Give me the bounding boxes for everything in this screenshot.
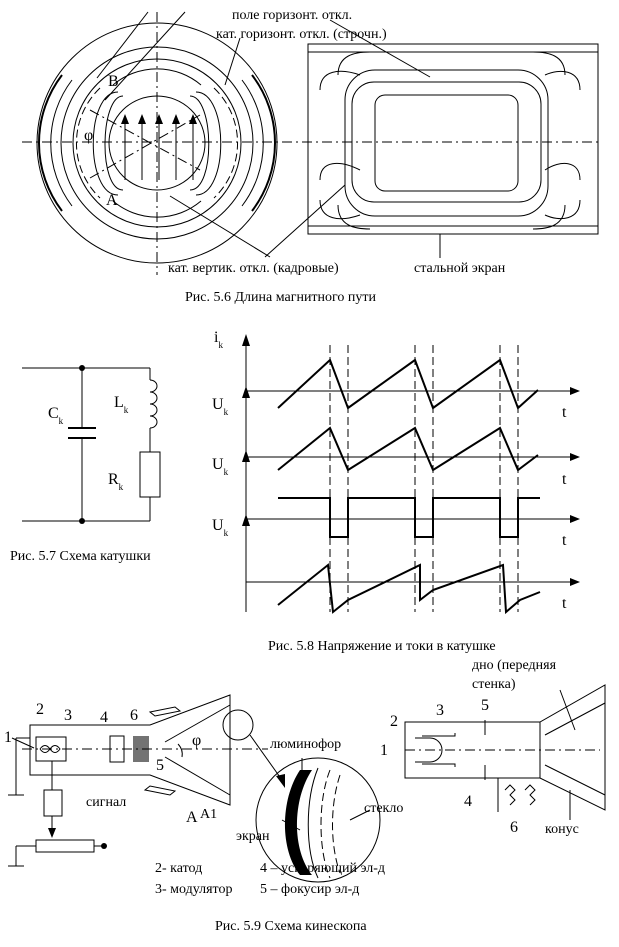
- svg-text:Ck: Ck: [48, 405, 64, 426]
- r-n2: 2: [390, 713, 398, 730]
- n4: 4: [100, 709, 108, 726]
- label-uk-2: U: [212, 456, 224, 473]
- caption-fig-5-8: Рис. 5.8 Напряжение и токи в катушке: [268, 639, 496, 654]
- r-n6: 6: [510, 819, 518, 836]
- label-uk-3-sub: k: [224, 528, 229, 538]
- label-A: A: [186, 809, 198, 826]
- label-R-sub: k: [119, 482, 124, 492]
- svg-text:Rk: Rk: [108, 471, 124, 492]
- label-uk-1: U: [212, 396, 224, 413]
- n3: 3: [64, 707, 72, 724]
- inductor-symbol: [149, 379, 158, 429]
- legend-4: 4 – ускоряющий эл-д: [260, 861, 385, 876]
- wave-voltage-3: [277, 563, 541, 615]
- caption-fig-5-6: Рис. 5.6 Длина магнитного пути: [185, 290, 377, 305]
- fig-5-6-deflection-system: поле горизонт. откл. кат. горизонт. откл…: [22, 8, 600, 305]
- svg-text:A: A: [186, 809, 198, 826]
- label-vcoil: кат. вертик. откл. (кадровые): [168, 261, 339, 276]
- label-hcoil: кат. горизонт. откл. (строчн.): [216, 27, 387, 42]
- legend-2: 2- катод: [155, 861, 202, 876]
- r-n5: 5: [481, 697, 489, 714]
- cone-label: конус: [545, 822, 579, 837]
- label-L-sub: k: [124, 405, 129, 415]
- signal: сигнал: [86, 795, 126, 810]
- t-label-3: t: [562, 532, 567, 549]
- label-ik-sub: k: [218, 340, 223, 350]
- svg-text:Uk: Uk: [212, 396, 229, 417]
- phi: φ: [192, 732, 201, 749]
- label-L: L: [114, 394, 124, 411]
- label-A: A: [106, 192, 118, 209]
- label-ik: i: [214, 329, 219, 346]
- glass: стекло: [364, 801, 403, 816]
- t-label-1: t: [562, 404, 567, 421]
- n5: 5: [156, 757, 164, 774]
- svg-text:Lk: Lk: [114, 394, 129, 415]
- wave-current: [277, 358, 539, 410]
- luminophor: люминофор: [270, 737, 341, 752]
- label-uk-1-sub: k: [224, 407, 229, 417]
- label-phi: φ: [84, 127, 93, 144]
- t-label-4: t: [562, 595, 567, 612]
- wave-voltage-1: [277, 426, 539, 472]
- svg-text:Uk: Uk: [212, 517, 229, 538]
- caption-fig-5-9: Рис. 5.9 Схема кинескопа: [215, 919, 367, 934]
- bottom-wall-2: стенка): [472, 677, 516, 692]
- r-n3: 3: [436, 702, 444, 719]
- core-hatch-left: [38, 74, 73, 212]
- legend-5: 5 – фокусир эл-д: [260, 882, 359, 897]
- screen: экран: [236, 829, 270, 844]
- label-R: R: [108, 471, 119, 488]
- side-view-coils: [307, 43, 599, 235]
- fig-5-7-coil-circuit: Ck Lk Rk Рис. 5.7 Схема катушки: [10, 365, 161, 564]
- label-C-sub: k: [59, 416, 64, 426]
- bottom-wall-1: дно (передняя: [472, 658, 557, 673]
- resistor-symbol: [139, 451, 161, 498]
- label-shield: стальной экран: [414, 261, 506, 276]
- r-n4: 4: [464, 793, 472, 810]
- label-field: поле горизонт. откл.: [232, 8, 352, 23]
- screen-zoom: [255, 757, 381, 883]
- fig-5-9-kinescope: 1 2 3 4 6 5 φ сигнал A A1 люминофор стек…: [4, 658, 606, 934]
- label-uk-3: U: [212, 517, 224, 534]
- r-n1: 1: [380, 742, 388, 759]
- fig-5-8-waveforms: ik Uk Uk Uk t t t t Рис. 5.8 Напряжение …: [212, 329, 580, 654]
- caption-fig-5-7: Рис. 5.7 Схема катушки: [10, 549, 151, 564]
- n2: 2: [36, 701, 44, 718]
- field-arrows: [89, 109, 201, 180]
- n6: 6: [130, 707, 138, 724]
- label-C: C: [48, 405, 59, 422]
- label-uk-2-sub: k: [224, 467, 229, 477]
- focus-electrode-grid: [133, 736, 149, 762]
- label-A1: A1: [200, 807, 217, 822]
- svg-text:ik: ik: [214, 329, 223, 350]
- legend-3: 3- модулятор: [155, 882, 233, 897]
- t-label-2: t: [562, 471, 567, 488]
- core-hatch-right: [241, 74, 276, 212]
- n1: 1: [4, 729, 12, 746]
- wave-voltage-2: [278, 497, 540, 538]
- svg-text:Uk: Uk: [212, 456, 229, 477]
- label-B: B: [108, 73, 119, 90]
